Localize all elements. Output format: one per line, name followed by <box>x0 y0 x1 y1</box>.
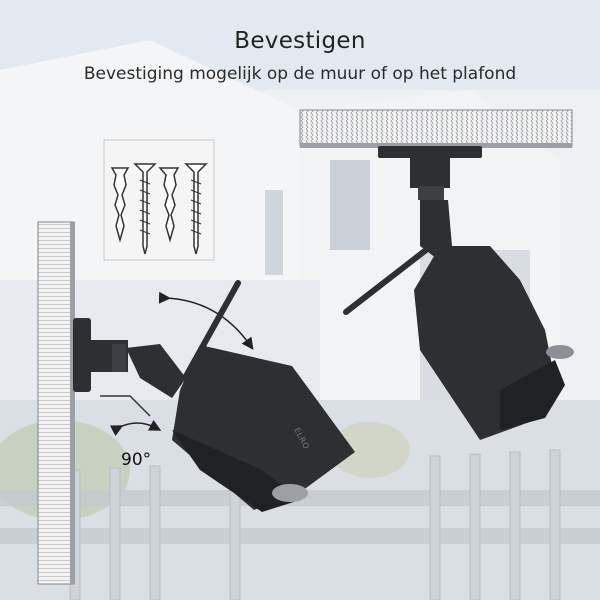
rotation-arc-arrow <box>100 291 254 437</box>
ceiling-mounted-camera <box>343 146 574 440</box>
page-title: Bevestigen <box>234 28 366 54</box>
page-subtitle: Bevestiging mogelijk op de muur of op he… <box>83 64 517 84</box>
angle-label: 90° <box>121 450 152 470</box>
screws-and-wall-plugs-icon <box>103 139 215 261</box>
wall-surface <box>37 221 75 585</box>
ceiling-surface <box>299 109 573 148</box>
wall-mounted-camera <box>73 280 355 512</box>
